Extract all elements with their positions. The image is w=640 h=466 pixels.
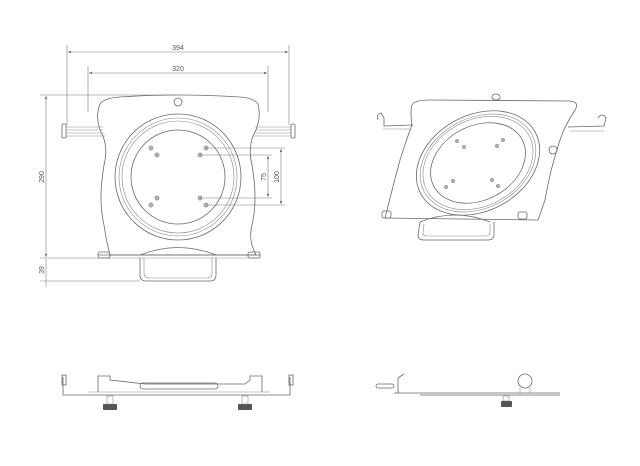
dimension-overall-width: 394 [66, 45, 290, 125]
dimension-height: 290 [39, 94, 175, 259]
rotating-disc [114, 113, 242, 241]
dimension-inner-width: 320 [87, 66, 269, 112]
dimension-handle-depth: 39 [39, 259, 140, 287]
right-handle [253, 123, 296, 139]
isometric-view [377, 93, 607, 241]
side-view [375, 373, 560, 407]
dimension-label-394: 394 [172, 45, 184, 52]
left-knob [103, 404, 117, 410]
side-knob [501, 401, 512, 407]
dimension-label-320: 320 [172, 66, 184, 73]
dimension-vesa: 75 100 [200, 147, 285, 206]
dimension-label-100: 100 [274, 171, 281, 183]
hanging-hole [173, 97, 183, 107]
iso-knob [548, 145, 558, 155]
side-knob-ring [517, 373, 533, 389]
right-knob [238, 404, 252, 410]
dimension-label-290: 290 [39, 171, 46, 183]
iso-hanging-hole [491, 93, 501, 101]
dimension-label-75: 75 [261, 173, 268, 181]
dimension-label-39: 39 [39, 266, 46, 274]
bottom-front-view [61, 374, 294, 410]
left-handle [61, 123, 105, 139]
front-view: 394 320 290 39 [39, 45, 296, 287]
bottom-ledge [97, 247, 261, 282]
